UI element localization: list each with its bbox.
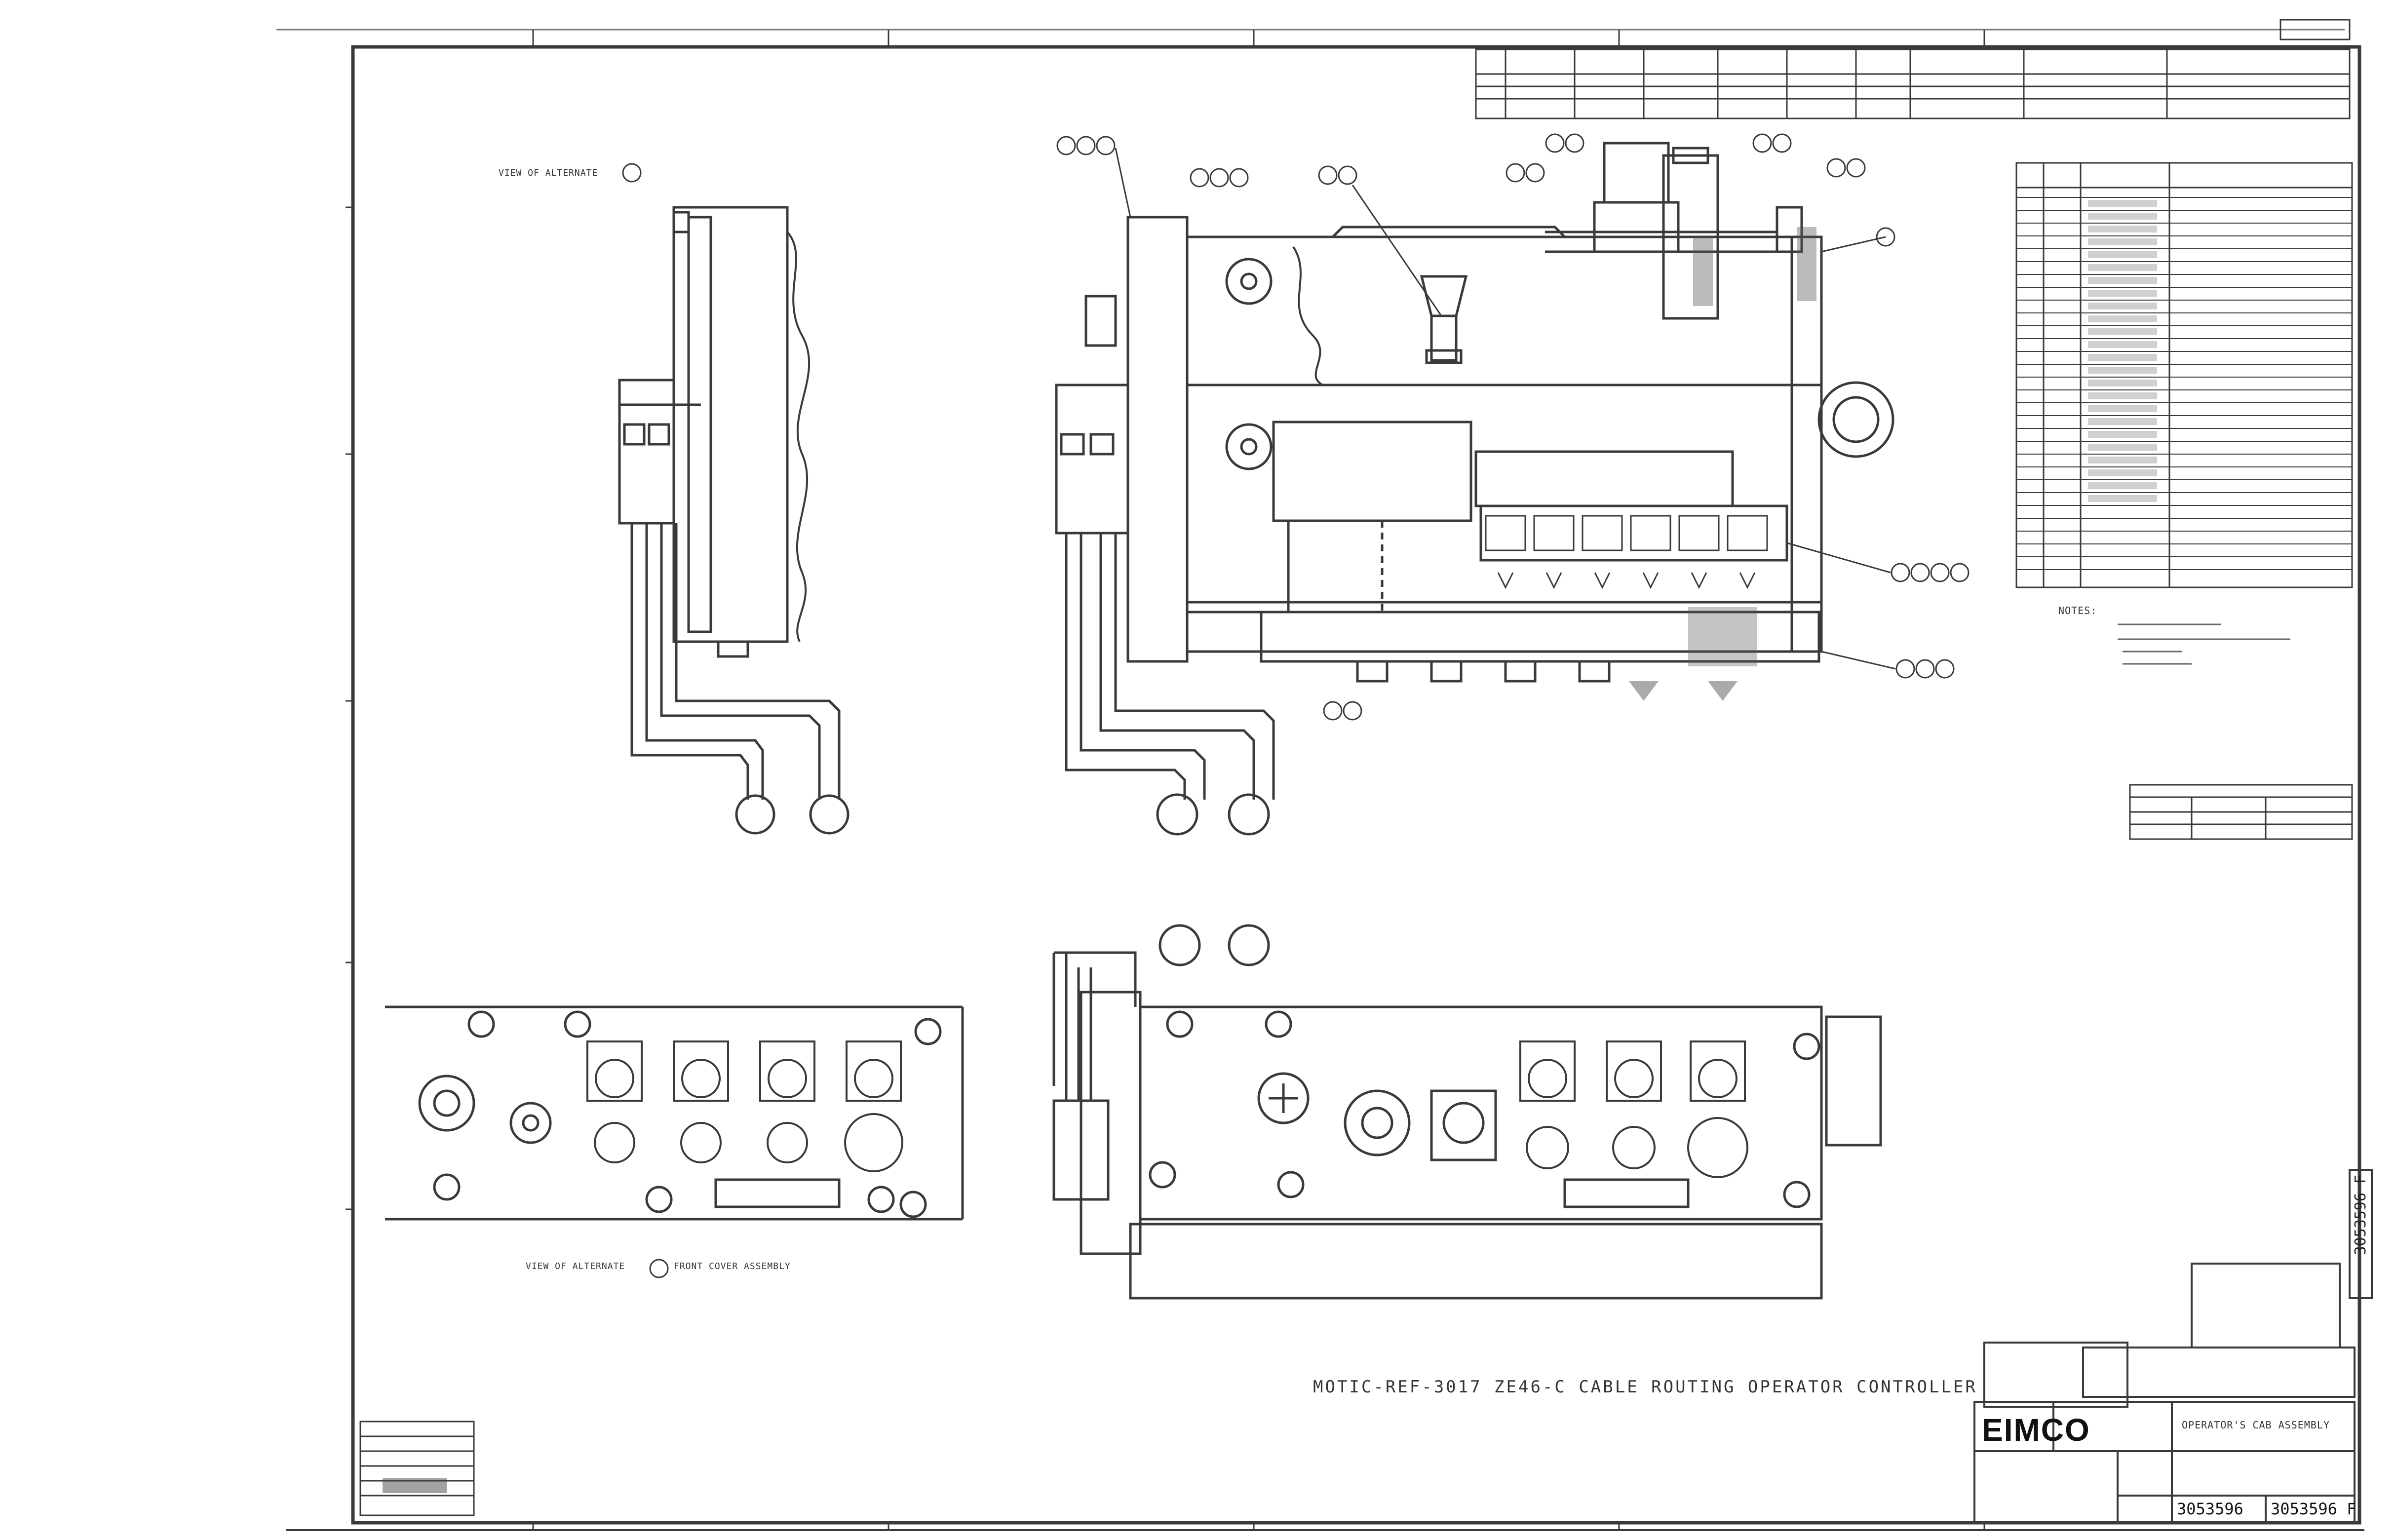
front-cover-view-main	[1052, 924, 1882, 1300]
parts-row-entry	[2088, 277, 2157, 284]
parts-row-entry	[2088, 290, 2157, 297]
terminal-block	[1727, 515, 1768, 551]
terminal-block	[1485, 515, 1526, 551]
parts-row-entry	[2088, 341, 2157, 348]
terminal-block	[1582, 515, 1623, 551]
parts-row-entry	[2088, 482, 2157, 489]
terminal-screw	[1594, 572, 1611, 589]
parts-row-entry	[2088, 238, 2157, 245]
parts-row-entry	[2088, 213, 2157, 220]
main-section-view	[622, 133, 1970, 1278]
notes-block	[2118, 623, 2290, 665]
terminal-block	[1630, 515, 1671, 551]
title-block	[1973, 1169, 2373, 1524]
parts-row-entry	[2088, 418, 2157, 425]
front-cover-assembly-label: FRONT COVER ASSEMBLY	[674, 1261, 791, 1271]
parts-row-entry	[2088, 354, 2157, 361]
parts-row-entry	[2088, 226, 2157, 232]
terminal-screw	[1497, 572, 1514, 589]
terminal-screw	[1545, 572, 1562, 589]
parts-row-entry	[2088, 367, 2157, 374]
cover-knob	[1526, 1126, 1569, 1169]
parts-row-entry	[2088, 469, 2157, 476]
cover-switch-face	[681, 1059, 721, 1098]
notes-heading: NOTES:	[2058, 605, 2097, 616]
parts-row-entry	[2088, 380, 2157, 386]
terminal-block	[1533, 515, 1575, 551]
cover-switch	[1690, 1040, 1746, 1102]
parts-row-entry	[2088, 405, 2157, 412]
cover-switch	[759, 1040, 815, 1102]
parts-row-entry	[2088, 328, 2157, 335]
cable-chart-table	[2129, 784, 2353, 840]
cover-knob	[1612, 1126, 1656, 1169]
parts-row-entry	[2088, 303, 2157, 309]
cover-switch-face	[768, 1059, 807, 1098]
parts-row-entry	[2088, 495, 2157, 502]
parts-row-entry	[2088, 315, 2157, 322]
cover-knob	[594, 1122, 635, 1163]
stamp-block-left	[359, 1421, 475, 1516]
view-alternate-label-bottom: VIEW OF ALTERNATE	[526, 1261, 625, 1271]
side-view-alternate	[618, 206, 850, 835]
cover-knob	[844, 1113, 903, 1172]
cover-switch-face	[595, 1059, 634, 1098]
drawing-caption: MOTIC-REF-3017 ZE46-C CABLE ROUTING OPER…	[1313, 1377, 1977, 1397]
border-frame	[276, 29, 2364, 1531]
parts-row-entry	[2088, 457, 2157, 463]
revision-block	[1475, 19, 2351, 119]
parts-row-entry	[2088, 392, 2157, 399]
cover-switch	[1519, 1040, 1576, 1102]
parts-row-entry	[2088, 251, 2157, 258]
side-drawing-tag: 3053596 F	[2352, 1175, 2369, 1255]
sheet-title: OPERATOR'S CAB ASSEMBLY	[2182, 1419, 2330, 1431]
parts-list-table	[2015, 162, 2353, 588]
terminal-block	[1678, 515, 1720, 551]
parts-row-entry	[2088, 431, 2157, 438]
cover-knob	[1687, 1117, 1748, 1178]
terminal-screw	[1691, 572, 1707, 589]
terminal-screw	[1642, 572, 1659, 589]
drawing-number: 3053596	[2177, 1500, 2243, 1518]
drawing-number-rev: 3053596 F	[2271, 1500, 2356, 1518]
cover-switch-face	[1698, 1059, 1738, 1098]
view-alternate-label-top: VIEW OF ALTERNATE	[499, 168, 598, 178]
terminal-screw	[1739, 572, 1756, 589]
front-cover-view-alternate	[385, 1005, 964, 1221]
cover-switch	[846, 1040, 902, 1102]
cover-switch-face	[1528, 1059, 1567, 1098]
company-logo: EIMCO	[1982, 1412, 2090, 1448]
cover-knob	[767, 1122, 808, 1163]
cover-switch	[673, 1040, 729, 1102]
cover-switch	[1606, 1040, 1662, 1102]
parts-row-entry	[2088, 264, 2157, 271]
cover-switch-face	[1614, 1059, 1654, 1098]
parts-row-entry	[2088, 200, 2157, 207]
parts-row-entry	[2088, 444, 2157, 451]
cover-switch-face	[854, 1059, 893, 1098]
cover-knob	[680, 1122, 722, 1163]
cover-switch	[586, 1040, 643, 1102]
